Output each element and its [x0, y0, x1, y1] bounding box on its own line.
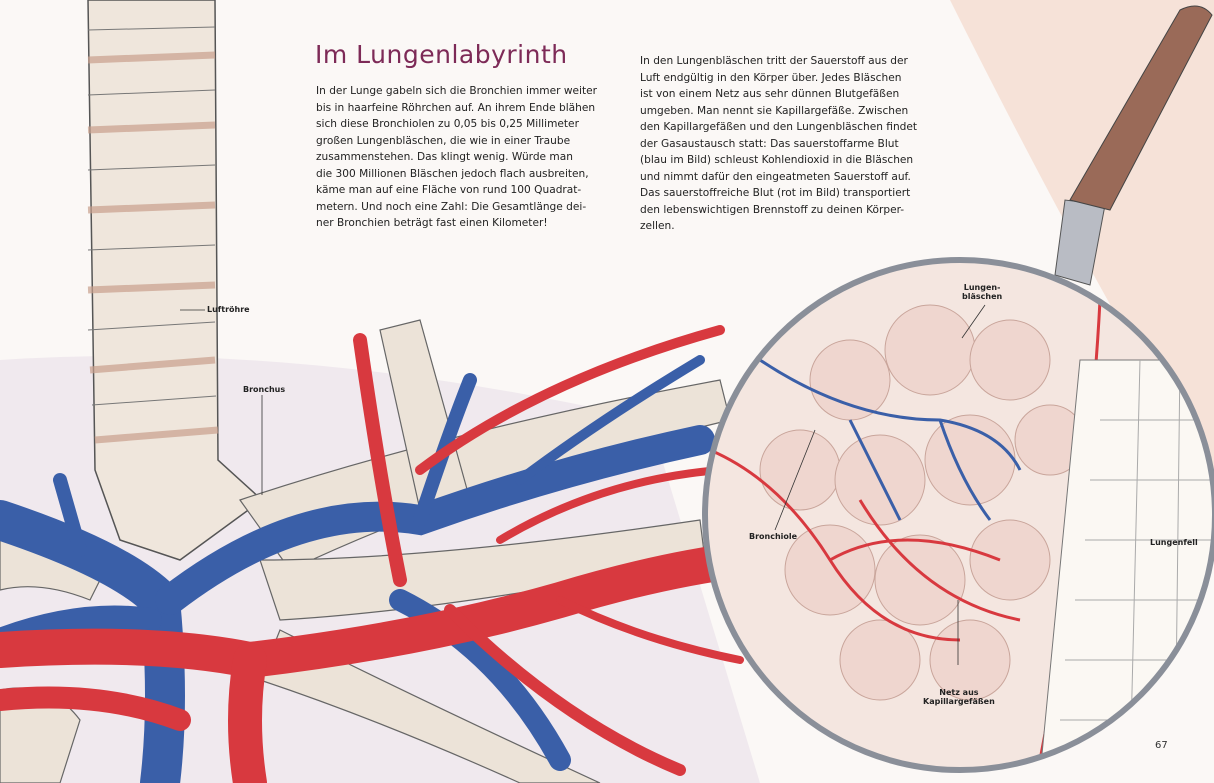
- text-line: umgeben. Man nennt sie Kapillargefäße. Z…: [640, 104, 909, 117]
- text-line: In der Lunge gabeln sich die Bronchien i…: [316, 85, 597, 97]
- text-column-right: In den Lungenbläschen tritt der Sauersto…: [640, 53, 917, 235]
- text-line: käme man auf eine Fläche von rund 100 Qu…: [316, 184, 582, 196]
- text-line: zusammenstehen. Das klingt wenig. Würde …: [316, 151, 573, 163]
- text-line: großen Lungenbläschen, die wie in einer …: [316, 134, 571, 147]
- label-lungenblaeschen: Lungen- bläschen: [962, 283, 1002, 301]
- label-line: Lungen-: [963, 283, 1001, 292]
- text-line: und nimmt dafür den eingeatmeten Sauerst…: [640, 170, 911, 183]
- label-bronchus: Bronchus: [243, 385, 286, 394]
- label-line: bläschen: [962, 292, 1003, 301]
- text-line: ner Bronchien beträgt fast einen Kilomet…: [316, 217, 548, 229]
- text-line: (blau im Bild) schleust Kohlendioxid in …: [640, 154, 914, 166]
- text-line: Luft endgültig in den Körper über. Jedes…: [640, 71, 902, 84]
- text-line: Das sauerstoffreiche Blut (rot im Bild) …: [640, 187, 911, 199]
- arteries: [0, 325, 758, 783]
- label-luftroehre: Luftröhre: [207, 305, 250, 314]
- magnifier-handle: [1054, 5, 1213, 286]
- text-line: den lebenswichtigen Brennstoff zu deinen…: [640, 203, 905, 216]
- trachea: [87, 0, 264, 561]
- text-line: metern. Und noch eine Zahl: Die Gesamtlä…: [316, 200, 587, 213]
- label-line: Netz aus: [939, 688, 979, 697]
- text-line: der Gasaustausch statt: Das sauerstoffar…: [640, 137, 899, 150]
- page-title: Im Lungenlabyrinth: [315, 40, 568, 69]
- text-column-left: In der Lunge gabeln sich die Bronchien i…: [316, 83, 597, 232]
- text-line: zellen.: [640, 220, 675, 232]
- text-line: den Kapillargefäßen und den Lungenbläsch…: [640, 121, 918, 133]
- text-line: sich diese Bronchiolen zu 0,05 bis 0,25 …: [316, 118, 579, 130]
- label-lungenfell: Lungenfell: [1150, 538, 1198, 547]
- label-bronchiole: Bronchiole: [749, 532, 798, 541]
- text-line: die 300 Millionen Bläschen jedoch flach …: [316, 167, 589, 180]
- label-leaders: [180, 304, 986, 665]
- label-line: Kapillargefäßen: [923, 697, 995, 706]
- page-number: 67: [1155, 740, 1168, 751]
- text-line: ist von einem Netz aus sehr dünnen Blutg…: [640, 88, 900, 100]
- veins: [0, 355, 715, 783]
- label-netz-kapillargefaesse: Netz aus Kapillargefäßen: [923, 688, 995, 706]
- magnified-alveoli: [705, 260, 1214, 770]
- magnifier-rim: [702, 257, 1214, 773]
- text-line: In den Lungenbläschen tritt der Sauersto…: [640, 55, 908, 67]
- text-line: bis in haarfeine Röhrchen auf. An ihrem …: [316, 101, 596, 114]
